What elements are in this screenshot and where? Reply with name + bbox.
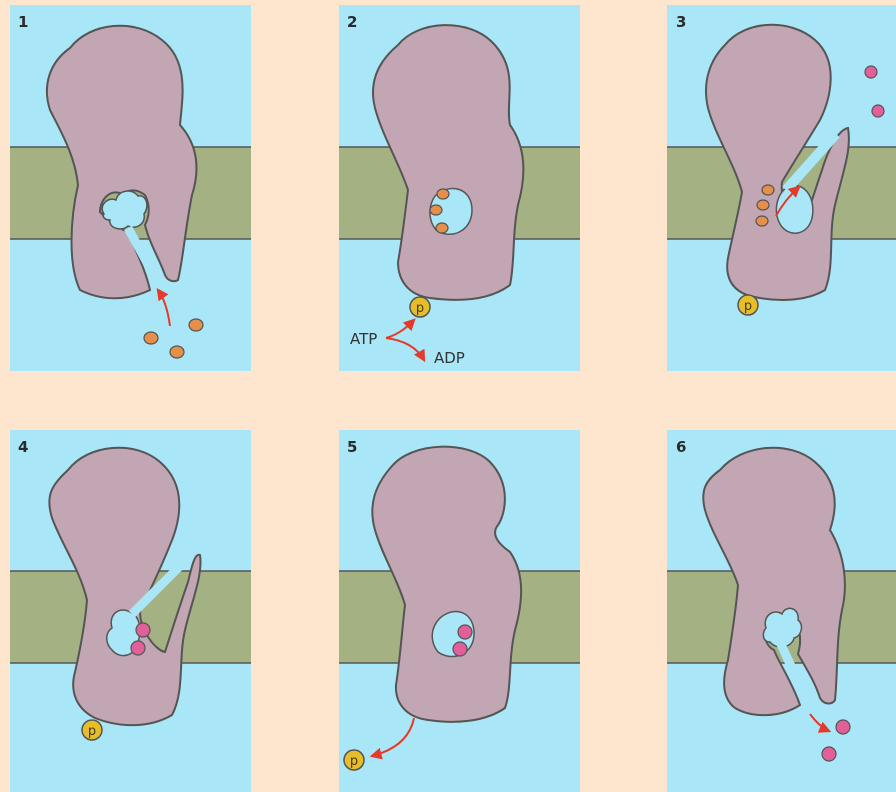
panel-2-phosphate: p [410,297,430,317]
sodium-ion [762,185,774,195]
panel-2: 2 p ATP ADP [339,5,580,371]
phosphate-label: p [744,299,752,314]
panel-5-phosphate: p [344,750,364,770]
sodium-ion [756,216,768,226]
sodium-ion [170,346,184,358]
panel-1: 1 [10,5,251,371]
panel-5: 5 p [339,430,580,792]
panel-1-number: 1 [18,13,28,31]
sodium-ion [144,332,158,344]
potassium-ion [131,641,145,655]
panel-6-number: 6 [676,438,686,456]
phosphate-label: p [350,754,358,769]
sodium-ion [189,319,203,331]
panel-4: 4 p [10,430,251,792]
panel-4-number: 4 [18,438,28,456]
phosphate-label: p [416,301,424,316]
potassium-ion [836,720,850,734]
panel-3: 3 p [667,5,896,371]
potassium-ion [822,747,836,761]
panel-6: 6 [667,430,896,792]
panel-3-phosphate: p [738,295,758,315]
sodium-ion [437,189,449,199]
atp-label: ATP [350,330,377,348]
panel-5-number: 5 [347,438,357,456]
potassium-ion [458,625,472,639]
panel-3-number: 3 [676,13,686,31]
sodium-ion [436,223,448,233]
phosphate-label: p [88,724,96,739]
panel-4-phosphate: p [82,720,102,740]
sodium-ion [757,200,769,210]
potassium-ion [453,642,467,656]
potassium-ion [872,105,884,117]
sodium-ion [430,205,442,215]
potassium-ion [136,623,150,637]
panel-2-number: 2 [347,13,357,31]
potassium-ion [865,66,877,78]
adp-label: ADP [434,349,465,367]
